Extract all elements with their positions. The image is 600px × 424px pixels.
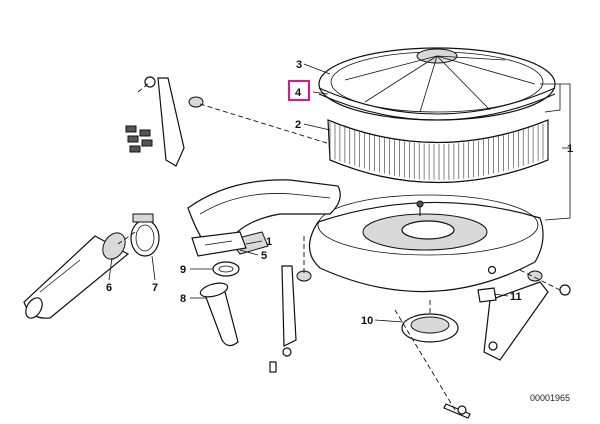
callout-5: 5 <box>261 250 267 262</box>
callout-11: 11 <box>510 291 522 303</box>
assembly-lines <box>117 81 561 411</box>
callout-labels: 3 4 2 1 1 5 6 7 9 8 10 11 <box>106 59 573 327</box>
sleeve <box>199 282 239 347</box>
callout-10: 10 <box>361 315 373 327</box>
callout-2: 2 <box>295 119 301 131</box>
mounting-bracket-left <box>125 76 204 167</box>
ring <box>212 261 240 277</box>
hose-clamp <box>130 213 160 257</box>
mounting-bracket-right <box>477 270 571 361</box>
callout-4: 4 <box>295 87 302 99</box>
air-cleaner-housing <box>308 194 544 293</box>
callout-highlight-box <box>288 80 310 101</box>
gasket <box>401 313 459 343</box>
intake-hose <box>23 232 130 319</box>
callout-6: 6 <box>106 282 112 294</box>
filter-element <box>327 119 549 184</box>
callout-7: 7 <box>152 282 158 294</box>
callout-1-filter-housing: 1 <box>567 143 573 155</box>
air-cleaner-lid <box>318 47 556 121</box>
callout-3: 3 <box>296 59 302 71</box>
callout-8: 8 <box>180 293 186 305</box>
callout-9: 9 <box>180 264 186 276</box>
intake-snorkel <box>187 179 341 257</box>
bolt <box>443 403 471 419</box>
leader-lines <box>108 63 571 323</box>
mounting-bracket-center <box>269 265 312 373</box>
document-number: 00001965 <box>530 393 570 403</box>
callout-1-snorkel: 1 <box>266 236 272 248</box>
